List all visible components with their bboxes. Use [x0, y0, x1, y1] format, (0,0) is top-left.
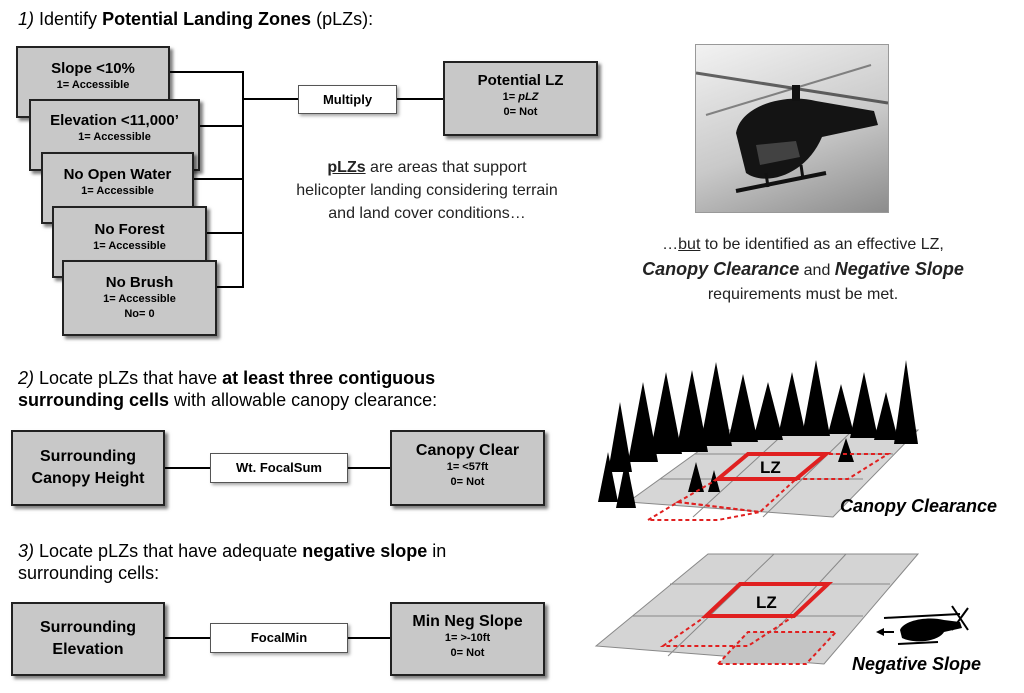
negative-slope-caption: Negative Slope: [852, 654, 982, 674]
lz-requirements-note: …but to be identified as an effective LZ…: [642, 236, 964, 303]
surrounding-elevation-box: Surrounding Elevation: [11, 602, 165, 676]
connector-line: [242, 98, 298, 100]
min-neg-slope-box: Min Neg Slope 1= >-10ft 0= Not: [390, 602, 545, 676]
connector-line: [192, 178, 244, 180]
lz-label: LZ: [760, 458, 781, 477]
step3-heading: 3) Locate pLZs that have adequate negati…: [18, 541, 447, 583]
tree-icons: [598, 360, 918, 508]
connector-line: [397, 98, 443, 100]
lz-cell-outline: [659, 582, 839, 665]
step2-heading: 2) Locate pLZs that have at least three …: [18, 368, 438, 410]
lz-cell-outline: [644, 452, 892, 521]
step1-heading: 1) Identify Potential Landing Zones (pLZ…: [18, 9, 374, 29]
helicopter-photo-icon: [696, 64, 888, 193]
negative-slope-illustration: LZ: [594, 553, 969, 665]
potential-lz-box: Potential LZ 1= pLZ 0= Not: [443, 61, 598, 136]
focalmin-operation: FocalMin: [210, 623, 348, 653]
helicopter-photo: [695, 44, 889, 213]
connector-line: [215, 286, 244, 288]
connector-line: [348, 467, 390, 469]
connector-line: [348, 637, 390, 639]
connector-line: [205, 232, 244, 234]
connector-line: [164, 467, 210, 469]
canopy-clearance-illustration: LZ: [598, 360, 920, 521]
connector-line: [242, 71, 244, 288]
lz-label: LZ: [756, 593, 777, 612]
canopy-clear-box: Canopy Clear 1= <57ft 0= Not: [390, 430, 545, 506]
surrounding-canopy-height-box: Surrounding Canopy Height: [11, 430, 165, 506]
connector-line: [168, 71, 244, 73]
helicopter-icon: [883, 605, 969, 645]
canopy-clearance-caption: Canopy Clearance: [840, 496, 998, 516]
focalsum-operation: Wt. FocalSum: [210, 453, 348, 483]
connector-line: [164, 637, 210, 639]
plz-description: pLZs are areas that support helicopter l…: [296, 159, 558, 222]
arrow-left-icon: [876, 628, 894, 636]
connector-line: [198, 125, 244, 127]
multiply-operation: Multiply: [298, 85, 397, 114]
